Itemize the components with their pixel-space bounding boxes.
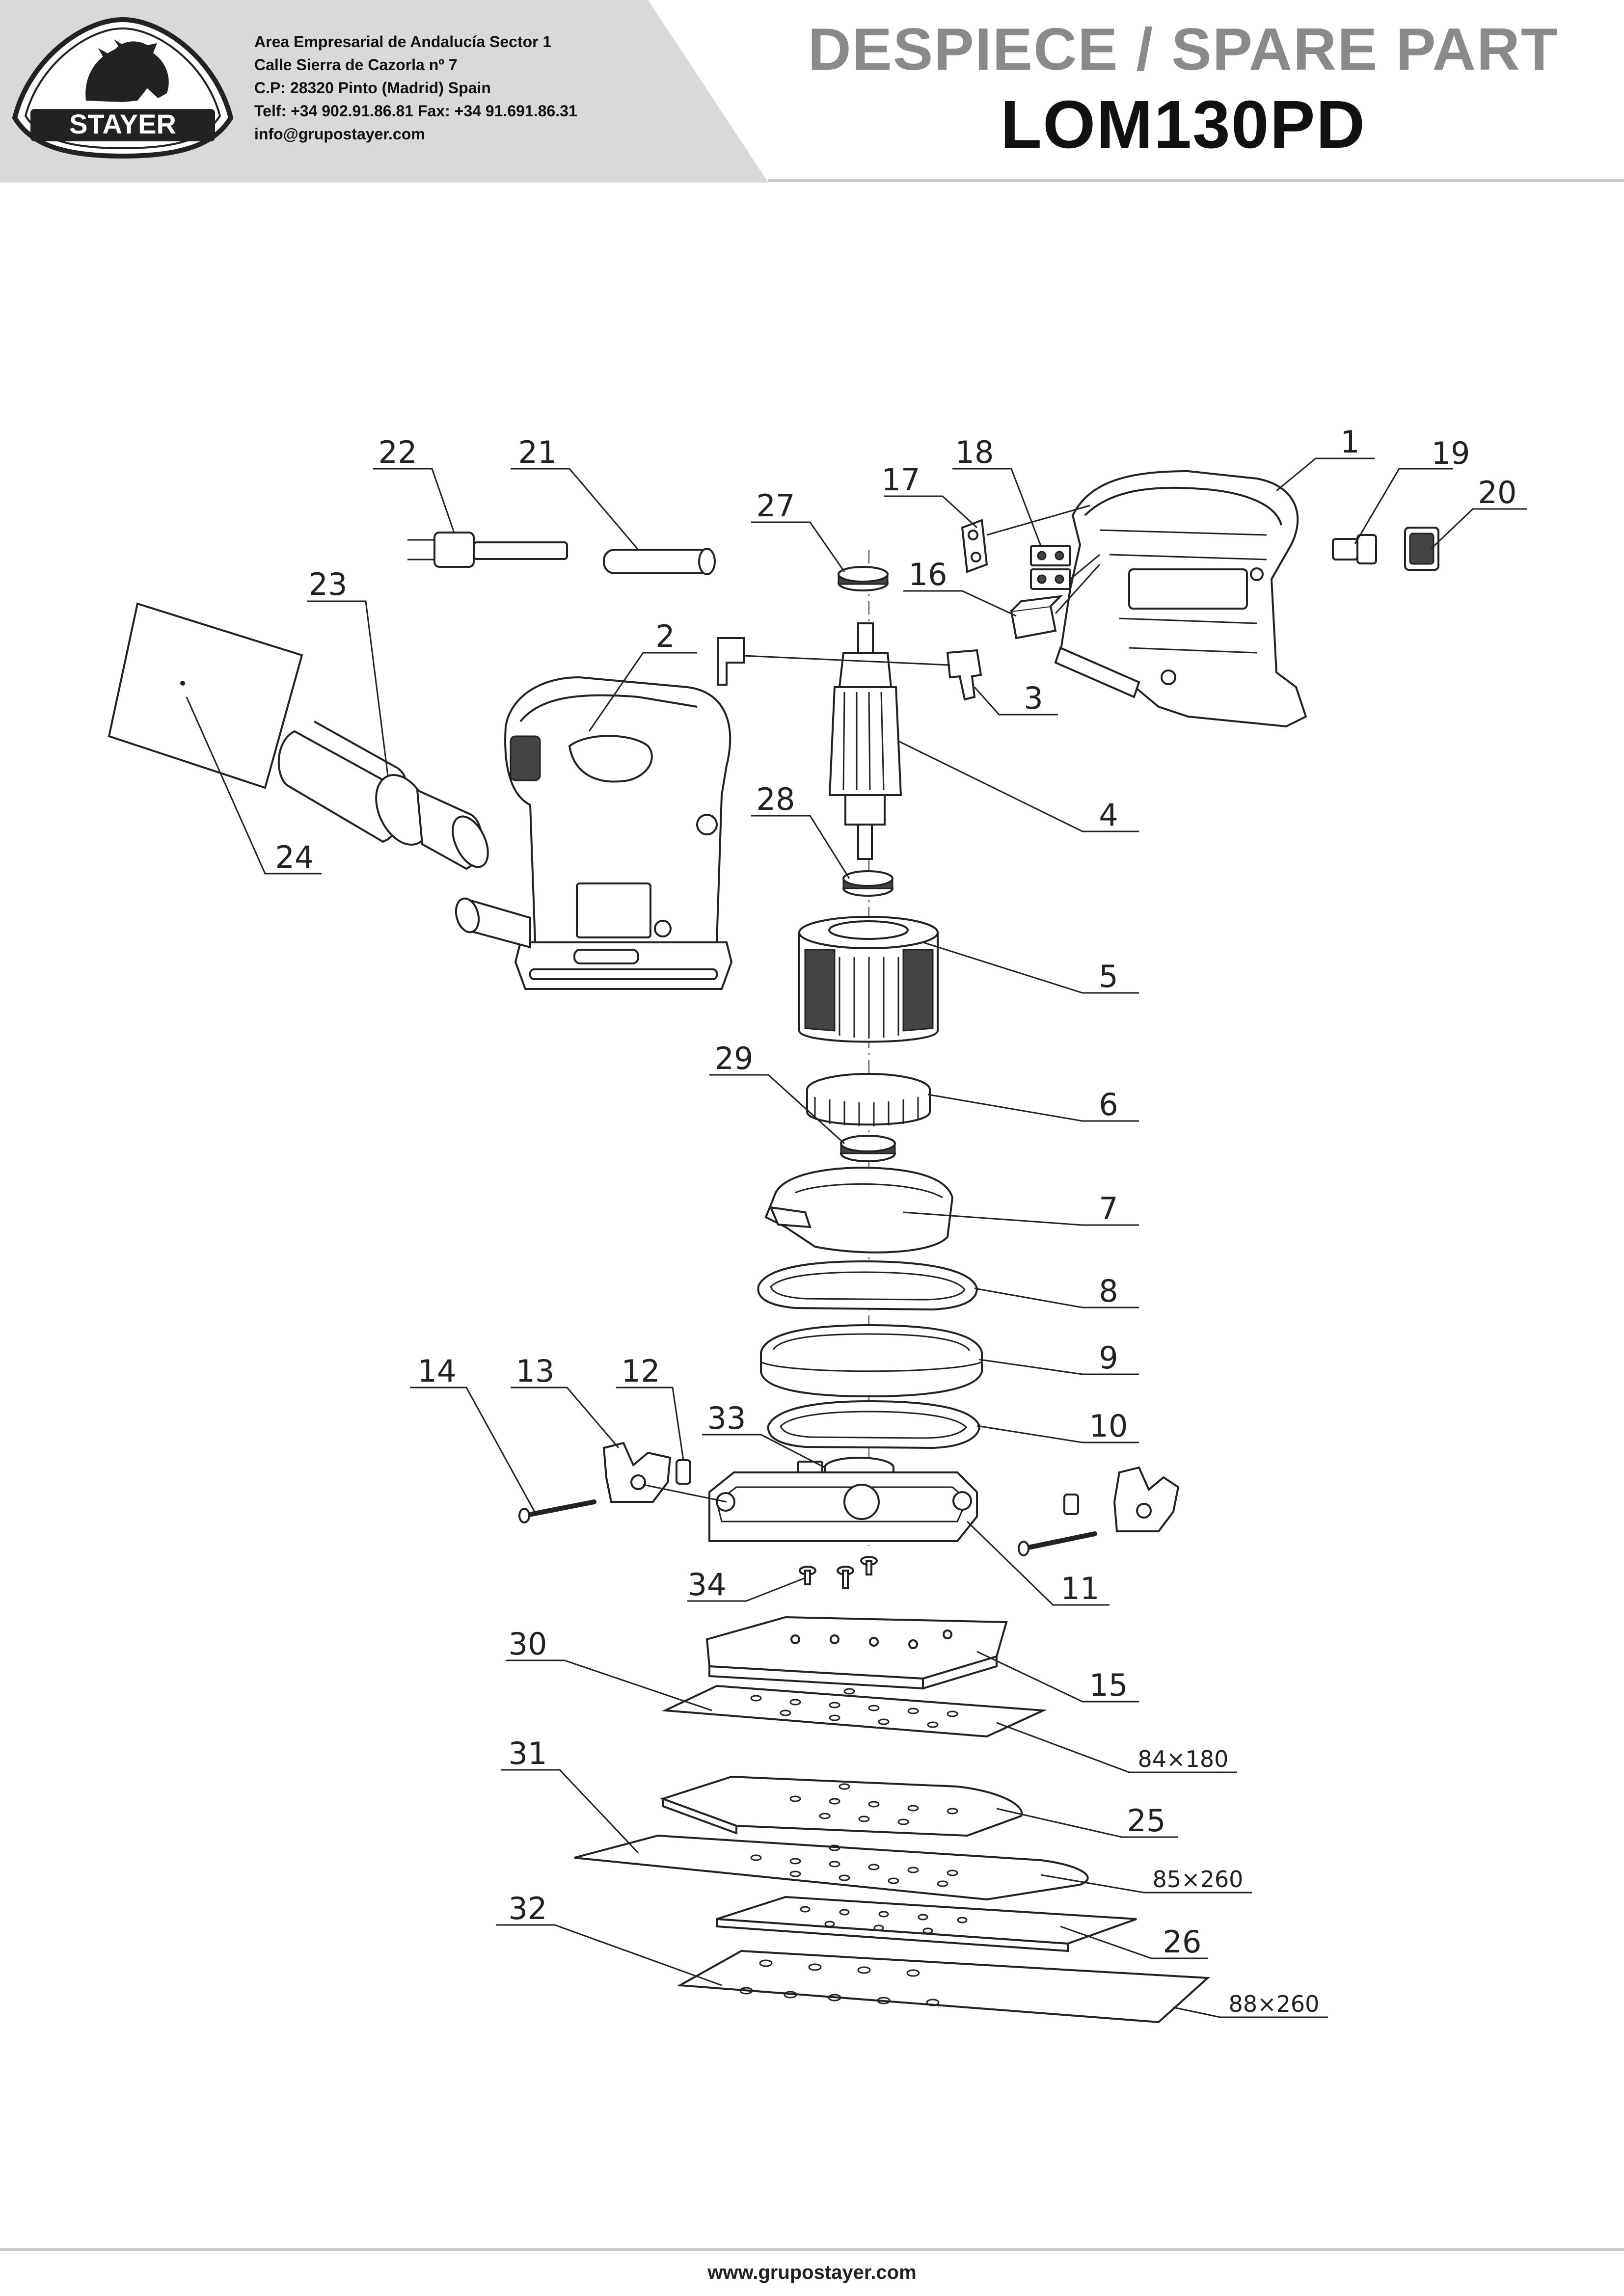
company-email: info@grupostayer.com <box>254 125 425 143</box>
callout-8: 8 <box>1099 1273 1118 1309</box>
header-background: STAYER <box>0 0 1624 183</box>
callout-4: 4 <box>1099 797 1118 833</box>
callout-16: 16 <box>909 557 947 592</box>
dimension-88x260: 88×260 <box>1229 1991 1320 2017</box>
part-27-bearing <box>838 566 889 591</box>
callout-7: 7 <box>1099 1191 1118 1227</box>
part-25-delta-pad <box>659 1775 1023 1837</box>
callout-34: 34 <box>688 1567 727 1602</box>
part-23-dust-tube <box>277 721 489 870</box>
part-16-capacitor <box>1010 595 1063 640</box>
callout-32: 32 <box>509 1891 547 1926</box>
part-32-sandpaper <box>677 1949 1210 2024</box>
callout-29: 29 <box>715 1041 754 1076</box>
footer-divider <box>0 2248 1624 2251</box>
company-line: C.P: 28320 Pinto (Madrid) Spain <box>254 79 491 97</box>
callout-15: 15 <box>1089 1667 1128 1703</box>
part-24-sheet <box>108 602 303 789</box>
callout-18: 18 <box>955 434 994 470</box>
part-22-plug <box>407 532 568 568</box>
callout-19: 19 <box>1432 435 1470 471</box>
callout-14: 14 <box>418 1353 457 1389</box>
part-1-upper-housing <box>1054 470 1307 728</box>
part-17-cable-clamp <box>961 519 988 573</box>
part-15-pad <box>705 1616 1008 1690</box>
callout-31: 31 <box>509 1735 547 1771</box>
callout-25: 25 <box>1127 1803 1166 1839</box>
callout-24: 24 <box>275 839 314 875</box>
callout-3: 3 <box>1024 680 1043 716</box>
part-10-ring <box>767 1400 981 1449</box>
callout-21: 21 <box>518 434 557 470</box>
part-18-terminal-block <box>1030 545 1071 590</box>
callout-1: 1 <box>1340 424 1359 460</box>
callout-12: 12 <box>622 1353 660 1389</box>
part-9-ring-plate <box>760 1324 983 1398</box>
document-title: DESPIECE / SPARE PART <box>808 16 1559 82</box>
part-12-spring <box>676 1459 1079 1515</box>
part-5-stator <box>798 916 939 1043</box>
part-19-switch <box>1332 534 1377 564</box>
company-address: Area Empresarial de Andalucía Sector 1 C… <box>254 30 577 146</box>
dimension-84x180: 84×180 <box>1138 1746 1229 1772</box>
leader-lines <box>186 457 1527 2018</box>
part-6-fan <box>806 1073 931 1126</box>
callout-27: 27 <box>757 488 795 524</box>
part-7-fan-shroud <box>764 1167 954 1254</box>
part-2-housing <box>455 676 733 990</box>
callout-33: 33 <box>707 1400 746 1436</box>
part-21-cable-sleeve <box>603 548 716 575</box>
part-14-pin <box>518 1499 1097 1556</box>
callout-5: 5 <box>1099 959 1118 994</box>
callout-26: 26 <box>1163 1924 1202 1960</box>
header-band: STAYER Area Empresarial de Andalucía Sec… <box>0 0 1624 183</box>
callout-23: 23 <box>309 566 348 602</box>
part-28-bearing <box>842 870 893 897</box>
callout-22: 22 <box>379 434 417 470</box>
exploded-view-diagram: 1 19 20 18 17 16 22 21 27 23 24 2 3 4 28… <box>108 424 1527 2024</box>
part-30-sandpaper <box>661 1684 1047 1738</box>
part-8-ring <box>757 1260 978 1311</box>
part-29-bearing <box>840 1135 896 1162</box>
callout-28: 28 <box>757 781 795 817</box>
part-31-delta-sandpaper <box>574 1834 1089 1901</box>
part-34-screws <box>799 1556 878 1589</box>
callout-20: 20 <box>1478 475 1517 510</box>
callout-10: 10 <box>1089 1408 1128 1444</box>
callout-9: 9 <box>1099 1340 1118 1376</box>
brand-text: STAYER <box>69 108 176 139</box>
callout-11: 11 <box>1061 1571 1100 1606</box>
footer-website[interactable]: www.grupostayer.com <box>707 2262 917 2283</box>
company-line: Calle Sierra de Cazorla nº 7 <box>254 56 458 74</box>
part-11-base <box>708 1471 978 1542</box>
stayer-logo: STAYER <box>12 17 234 159</box>
callout-17: 17 <box>882 462 920 498</box>
part-20-switch-cover <box>1404 527 1439 571</box>
company-line: Telf: +34 902.91.86.81 Fax: +34 91.691.8… <box>254 102 577 120</box>
callout-6: 6 <box>1099 1087 1118 1122</box>
callout-labels: 1 19 20 18 17 16 22 21 27 23 24 2 3 4 28… <box>275 424 1517 2017</box>
dimension-85x260: 85×260 <box>1153 1866 1244 1893</box>
callout-30: 30 <box>509 1626 547 1662</box>
callout-13: 13 <box>516 1353 555 1389</box>
company-line: Area Empresarial de Andalucía Sector 1 <box>254 33 552 51</box>
part-26-pad <box>716 1896 1137 1952</box>
part-3-brush-holders <box>717 637 982 701</box>
part-4-armature <box>828 622 902 860</box>
callout-2: 2 <box>655 618 675 654</box>
model-number: LOM130PD <box>1000 87 1366 162</box>
